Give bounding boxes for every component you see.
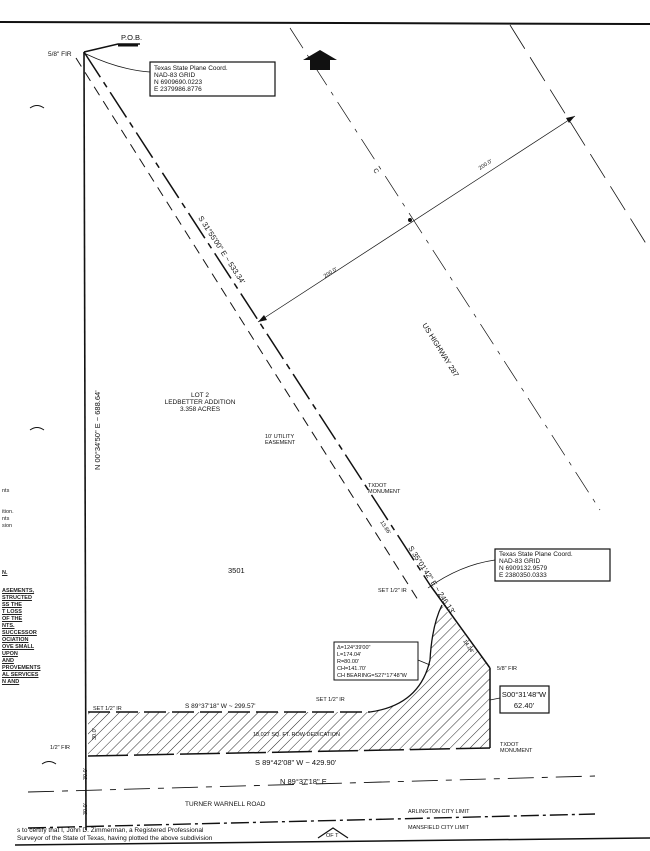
svg-text:R=80.00': R=80.00' — [337, 659, 359, 665]
bottom-border — [14, 837, 650, 846]
txdot-monument-1b: MONUMENT — [368, 489, 401, 495]
west-bearing: N 00°34'50" E ~ 688.64' — [93, 390, 102, 470]
svg-text:N 6909690.0223: N 6909690.0223 — [154, 79, 202, 86]
lot-address: 3501 — [228, 566, 245, 575]
dim-30-a: 30.0' — [92, 728, 98, 740]
svg-text:E 2380350.0333: E 2380350.0333 — [499, 572, 547, 579]
northeast-bearing-2: S 35°01'42" E ~ 246.13' — [406, 544, 457, 616]
svg-text:CH=141.70': CH=141.70' — [337, 666, 366, 672]
margin-fragment: ASEMENTS, — [2, 588, 35, 594]
top-border — [0, 21, 650, 25]
txdot-monument-1: TXDOT — [368, 483, 387, 489]
curve — [369, 604, 443, 713]
northeast-boundary-2 — [429, 584, 491, 669]
margin-fragment: SUCCESSOR — [2, 630, 37, 636]
set-ir-2: SET 1/2" IR — [316, 697, 345, 703]
svg-text:N 6909132.9579: N 6909132.9579 — [499, 565, 547, 572]
top-row-bearing: S 89°37'18" W ~ 299.57' — [185, 702, 255, 710]
margin-fragment: NTS. — [2, 623, 15, 629]
dim-30-b: 30.0' — [83, 768, 89, 780]
offset-label: 13.86' — [378, 520, 391, 536]
margin-fragment: AND — [2, 658, 14, 664]
east-bearing-box: S00°31'48"W 62.40' — [499, 685, 550, 714]
easement-label-1: 10' UTILITY — [265, 434, 295, 440]
west-boundary — [83, 51, 87, 831]
dedication-label: 18,027 SQ. FT. ROW DEDICATION — [253, 732, 340, 738]
margin-fragment: OCIATION — [2, 637, 29, 643]
pob-label: P.O.B. — [121, 33, 142, 42]
txdot-monument-2b: MONUMENT — [500, 748, 533, 754]
road-center-bearing: N 89°37'18" E — [280, 777, 327, 786]
south-bearing: S 89°42'08" W ~ 429.90' — [255, 758, 337, 767]
margin-fragment: AL SERVICES — [2, 672, 39, 678]
curve-data-box: Δ=124°39'00" L=174.04' R=80.00' CH=141.7… — [333, 641, 419, 681]
northeast-boundary — [83, 51, 431, 586]
svg-text:NAD-83 GRID: NAD-83 GRID — [154, 72, 195, 79]
highway-name: US HIGHWAY 287 — [420, 321, 460, 378]
margin-fragment: N. — [2, 570, 8, 576]
fir-12: 1/2" FIR — [50, 745, 70, 751]
svg-text:L=174.04': L=174.04' — [337, 652, 361, 658]
north-arrow-icon — [303, 50, 337, 70]
dim-30-c: 30.0' — [83, 803, 89, 815]
fir-58: 5/8" FIR — [497, 666, 517, 672]
margin-fragment: OVE SMALL — [2, 644, 35, 650]
highway-centerline — [289, 27, 601, 511]
row-dedication-hatch — [88, 605, 490, 756]
margin-fragment: SS THE — [2, 602, 22, 608]
svg-text:62.40': 62.40' — [514, 701, 535, 710]
mansfield-limit: MANSFIELD CITY LIMIT — [408, 825, 470, 831]
svg-text:CH BEARING=S27°17'48"W: CH BEARING=S27°17'48"W — [337, 673, 408, 679]
easement-label-2: EASEMENT — [265, 440, 296, 446]
svg-text:OF T: OF T — [326, 833, 339, 839]
svg-text:S00°31'48"W: S00°31'48"W — [502, 690, 547, 699]
margin-fragment: STRUCTED — [2, 595, 32, 601]
margin-fragment: sion — [2, 523, 13, 529]
easement-line — [75, 57, 419, 601]
svg-text:E 2379986.8776: E 2379986.8776 — [154, 86, 202, 93]
margin-fragment: nts — [2, 488, 10, 494]
margin-fragment: ition. — [2, 509, 14, 515]
pob-fir: 5/8" FIR — [48, 51, 72, 58]
svg-text:LEDBETTER ADDITION: LEDBETTER ADDITION — [165, 399, 236, 406]
margin-fragment: T LOSS — [2, 609, 22, 615]
margin-fragment: PROVEMENTS — [2, 665, 41, 671]
margin-fragment: UPON — [2, 651, 18, 657]
margin-fragment: N AND — [2, 679, 20, 685]
svg-text:Δ=124°39'00": Δ=124°39'00" — [337, 645, 371, 651]
south-boundary — [87, 747, 491, 757]
margin-fragment: OF THE — [2, 616, 23, 622]
coord-box-2: Texas State Plane Coord. NAD-83 GRID N 6… — [494, 548, 611, 582]
northeast-bearing: S 31°55'00" E ~ 533.34' — [196, 214, 247, 286]
svg-text:LOT 2: LOT 2 — [191, 392, 209, 399]
certification-line-2: Surveyor of the State of Texas, having p… — [17, 835, 213, 842]
set-ir-3: SET 1/2" IR — [93, 706, 122, 712]
svg-text:Texas State Plane Coord.: Texas State Plane Coord. — [154, 65, 228, 72]
txdot-monument-2: TXDOT — [500, 742, 519, 748]
svg-text:3.358 ACRES: 3.358 ACRES — [180, 406, 221, 413]
set-ir-1: SET 1/2" IR — [378, 588, 407, 594]
svg-text:NAD-83 GRID: NAD-83 GRID — [499, 558, 540, 565]
coord-box-1: Texas State Plane Coord. NAD-83 GRID N 6… — [149, 61, 276, 97]
city-limit-line — [27, 813, 596, 829]
highway-east-row — [509, 24, 650, 251]
certification-line-1: s to certify that I, John D. Zimmerman, … — [17, 827, 204, 834]
centerline-label: C — [371, 167, 380, 175]
svg-text:Texas State Plane Coord.: Texas State Plane Coord. — [499, 551, 573, 558]
dimension-200-line — [257, 115, 576, 323]
margin-fragment: nts — [2, 516, 10, 522]
road-name: TURNER WARNELL ROAD — [185, 801, 266, 808]
dim-200-a: 200.0' — [323, 267, 339, 280]
arlington-limit: ARLINGTON CITY LIMIT — [408, 809, 470, 815]
dim-200-b: 200.0' — [478, 159, 494, 172]
surveyor-seal: OF T — [317, 827, 349, 839]
lot-label: LOT 2 LEDBETTER ADDITION 3.358 ACRES — [165, 392, 236, 413]
